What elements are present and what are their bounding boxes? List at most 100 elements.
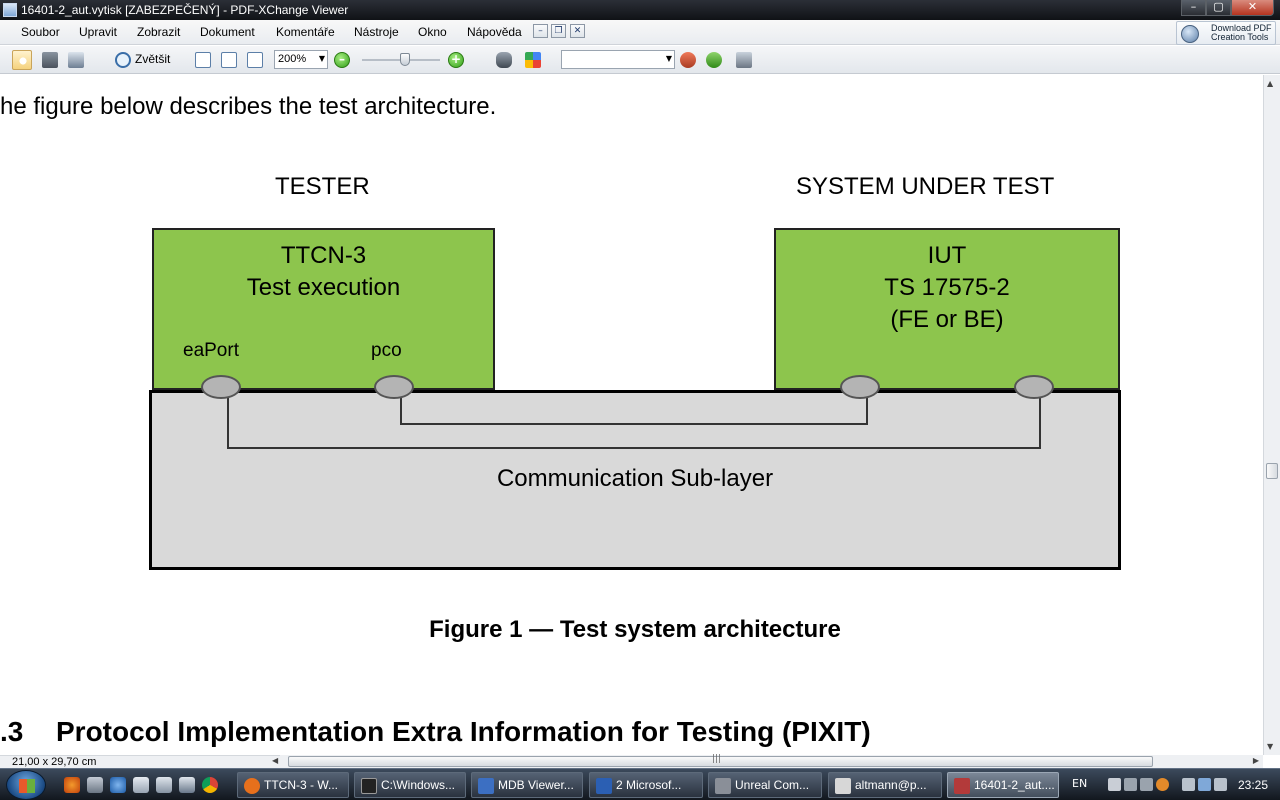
clock[interactable]: 23:25 xyxy=(1237,778,1268,792)
menu-komentare[interactable]: Komentáře xyxy=(276,25,335,39)
binoculars-icon xyxy=(496,52,512,68)
text-select-icon xyxy=(68,52,84,68)
connection-lines xyxy=(227,386,1041,449)
taskbar: TTCN-3 - W... C:\Windows... MDB Viewer..… xyxy=(0,768,1280,800)
google-search-button[interactable] xyxy=(523,50,543,70)
communication-sublayer-box xyxy=(149,390,1121,570)
task-word[interactable]: 2 Microsof... xyxy=(589,772,703,798)
actual-size-button[interactable] xyxy=(193,50,213,70)
firefox-icon[interactable] xyxy=(64,777,80,793)
zoom-slider-thumb[interactable] xyxy=(400,53,410,66)
figure-caption: Figure 1 — Test system architecture xyxy=(429,616,841,643)
pco-label: pco xyxy=(371,340,402,361)
magnifier-icon xyxy=(115,52,131,68)
highlighter-icon xyxy=(736,52,752,68)
fit-width-button[interactable] xyxy=(245,50,265,70)
task-putty[interactable]: altmann@p... xyxy=(828,772,942,798)
menu-nastroje[interactable]: Nástroje xyxy=(354,25,399,39)
unreal-icon xyxy=(715,778,731,794)
intro-text: he figure below describes the test archi… xyxy=(0,93,497,120)
doc-minimize-button[interactable]: – xyxy=(533,24,548,38)
chrome-icon[interactable] xyxy=(202,777,218,793)
search-previous-button[interactable] xyxy=(678,50,698,70)
menu-upravit[interactable]: Upravit xyxy=(79,25,118,39)
scroll-up-icon[interactable]: ▲ xyxy=(1267,79,1274,88)
app-icon[interactable] xyxy=(3,3,17,17)
menu-napoveda[interactable]: Nápověda xyxy=(467,25,522,39)
task-ttcn3[interactable]: TTCN-3 - W... xyxy=(237,772,349,798)
scroll-left-icon[interactable]: ◀ xyxy=(272,756,279,765)
google-icon xyxy=(525,52,541,68)
tester-box-title: TTCN-3 Test execution xyxy=(152,240,495,304)
hand-icon xyxy=(15,53,31,69)
safely-remove-icon[interactable] xyxy=(1140,778,1153,791)
chevron-left-icon[interactable] xyxy=(1108,778,1121,791)
maximize-button[interactable]: ▢ xyxy=(1206,0,1231,16)
connection-icon[interactable] xyxy=(1198,778,1211,791)
fit-page-icon xyxy=(221,52,237,68)
start-button[interactable] xyxy=(6,770,46,800)
task-label: TTCN-3 - W... xyxy=(264,778,338,792)
task-label: MDB Viewer... xyxy=(498,778,574,792)
scroll-down-icon[interactable]: ▼ xyxy=(1267,742,1274,751)
close-button[interactable]: ✕ xyxy=(1231,0,1274,16)
firefox-icon xyxy=(244,778,260,794)
download-pdf-tools-button[interactable]: Download PDF Creation Tools xyxy=(1176,21,1276,45)
network-icon[interactable] xyxy=(1124,778,1137,791)
camera-icon xyxy=(42,52,58,68)
scroll-right-icon[interactable]: ▶ xyxy=(1252,756,1259,765)
title-bar: 16401-2_aut.vytisk [ZABEZPEČENÝ] - PDF-X… xyxy=(0,0,1280,20)
status-bar: 21,00 x 29,70 cm xyxy=(0,755,280,768)
doc-restore-button[interactable]: ❐ xyxy=(551,24,566,38)
vertical-scroll-thumb[interactable] xyxy=(1266,463,1278,479)
horizontal-scroll-thumb[interactable] xyxy=(288,756,1153,767)
battery-icon[interactable] xyxy=(1182,778,1195,791)
menu-okno[interactable]: Okno xyxy=(418,25,447,39)
zoom-in-label[interactable]: Zvětšit xyxy=(135,52,171,66)
document-view[interactable]: he figure below describes the test archi… xyxy=(0,75,1263,755)
minimize-button[interactable]: – xyxy=(1181,0,1206,16)
mdb-icon xyxy=(478,778,494,794)
task-unreal[interactable]: Unreal Com... xyxy=(708,772,822,798)
tester-heading: TESTER xyxy=(275,173,370,200)
search-input[interactable]: ▼ xyxy=(561,50,675,69)
highlight-tool-button[interactable] xyxy=(734,50,754,70)
volume-icon[interactable] xyxy=(1214,778,1227,791)
iut-line1: IUT xyxy=(927,242,967,269)
menu-dokument[interactable]: Dokument xyxy=(200,25,255,39)
doc-close-button[interactable]: ✕ xyxy=(570,24,585,38)
notepad-icon[interactable] xyxy=(133,777,149,793)
zoom-level-select[interactable]: 200% ▼ xyxy=(274,50,328,69)
calculator-icon[interactable] xyxy=(156,777,172,793)
task-pdf-viewer[interactable]: 16401-2_aut.... xyxy=(947,772,1059,798)
hand-tool-button[interactable] xyxy=(12,50,32,70)
putty-icon xyxy=(835,778,851,794)
task-mdb-viewer[interactable]: MDB Viewer... xyxy=(471,772,583,798)
vertical-scrollbar[interactable]: ▲ ▼ xyxy=(1263,75,1280,755)
zoom-in-button[interactable]: + xyxy=(448,52,464,68)
horizontal-scrollbar[interactable]: ◀ ||| ▶ xyxy=(272,754,1263,768)
system-tray: EN 23:25 xyxy=(1068,769,1280,800)
menu-soubor[interactable]: Soubor xyxy=(21,25,60,39)
usb-icon[interactable] xyxy=(179,777,195,793)
zoom-level-value: 200% xyxy=(278,53,307,65)
menu-zobrazit[interactable]: Zobrazit xyxy=(137,25,181,39)
ie-icon[interactable] xyxy=(110,777,126,793)
fit-page-button[interactable] xyxy=(219,50,239,70)
zoom-out-button[interactable]: – xyxy=(334,52,350,68)
task-cmd[interactable]: C:\Windows... xyxy=(354,772,466,798)
grip-icon: ||| xyxy=(712,754,722,764)
update-icon[interactable] xyxy=(1156,778,1169,791)
select-text-button[interactable] xyxy=(66,50,86,70)
language-indicator[interactable]: EN xyxy=(1072,777,1088,790)
unreal-icon[interactable] xyxy=(87,777,103,793)
chevron-down-icon: ▼ xyxy=(665,54,672,63)
globe-icon xyxy=(1181,25,1199,43)
find-button[interactable] xyxy=(494,50,514,70)
search-next-icon xyxy=(706,52,722,68)
snapshot-button[interactable] xyxy=(40,50,60,70)
search-next-button[interactable] xyxy=(704,50,724,70)
sut-heading: SYSTEM UNDER TEST xyxy=(796,173,1055,200)
zoom-in-tool-button[interactable] xyxy=(113,50,133,70)
